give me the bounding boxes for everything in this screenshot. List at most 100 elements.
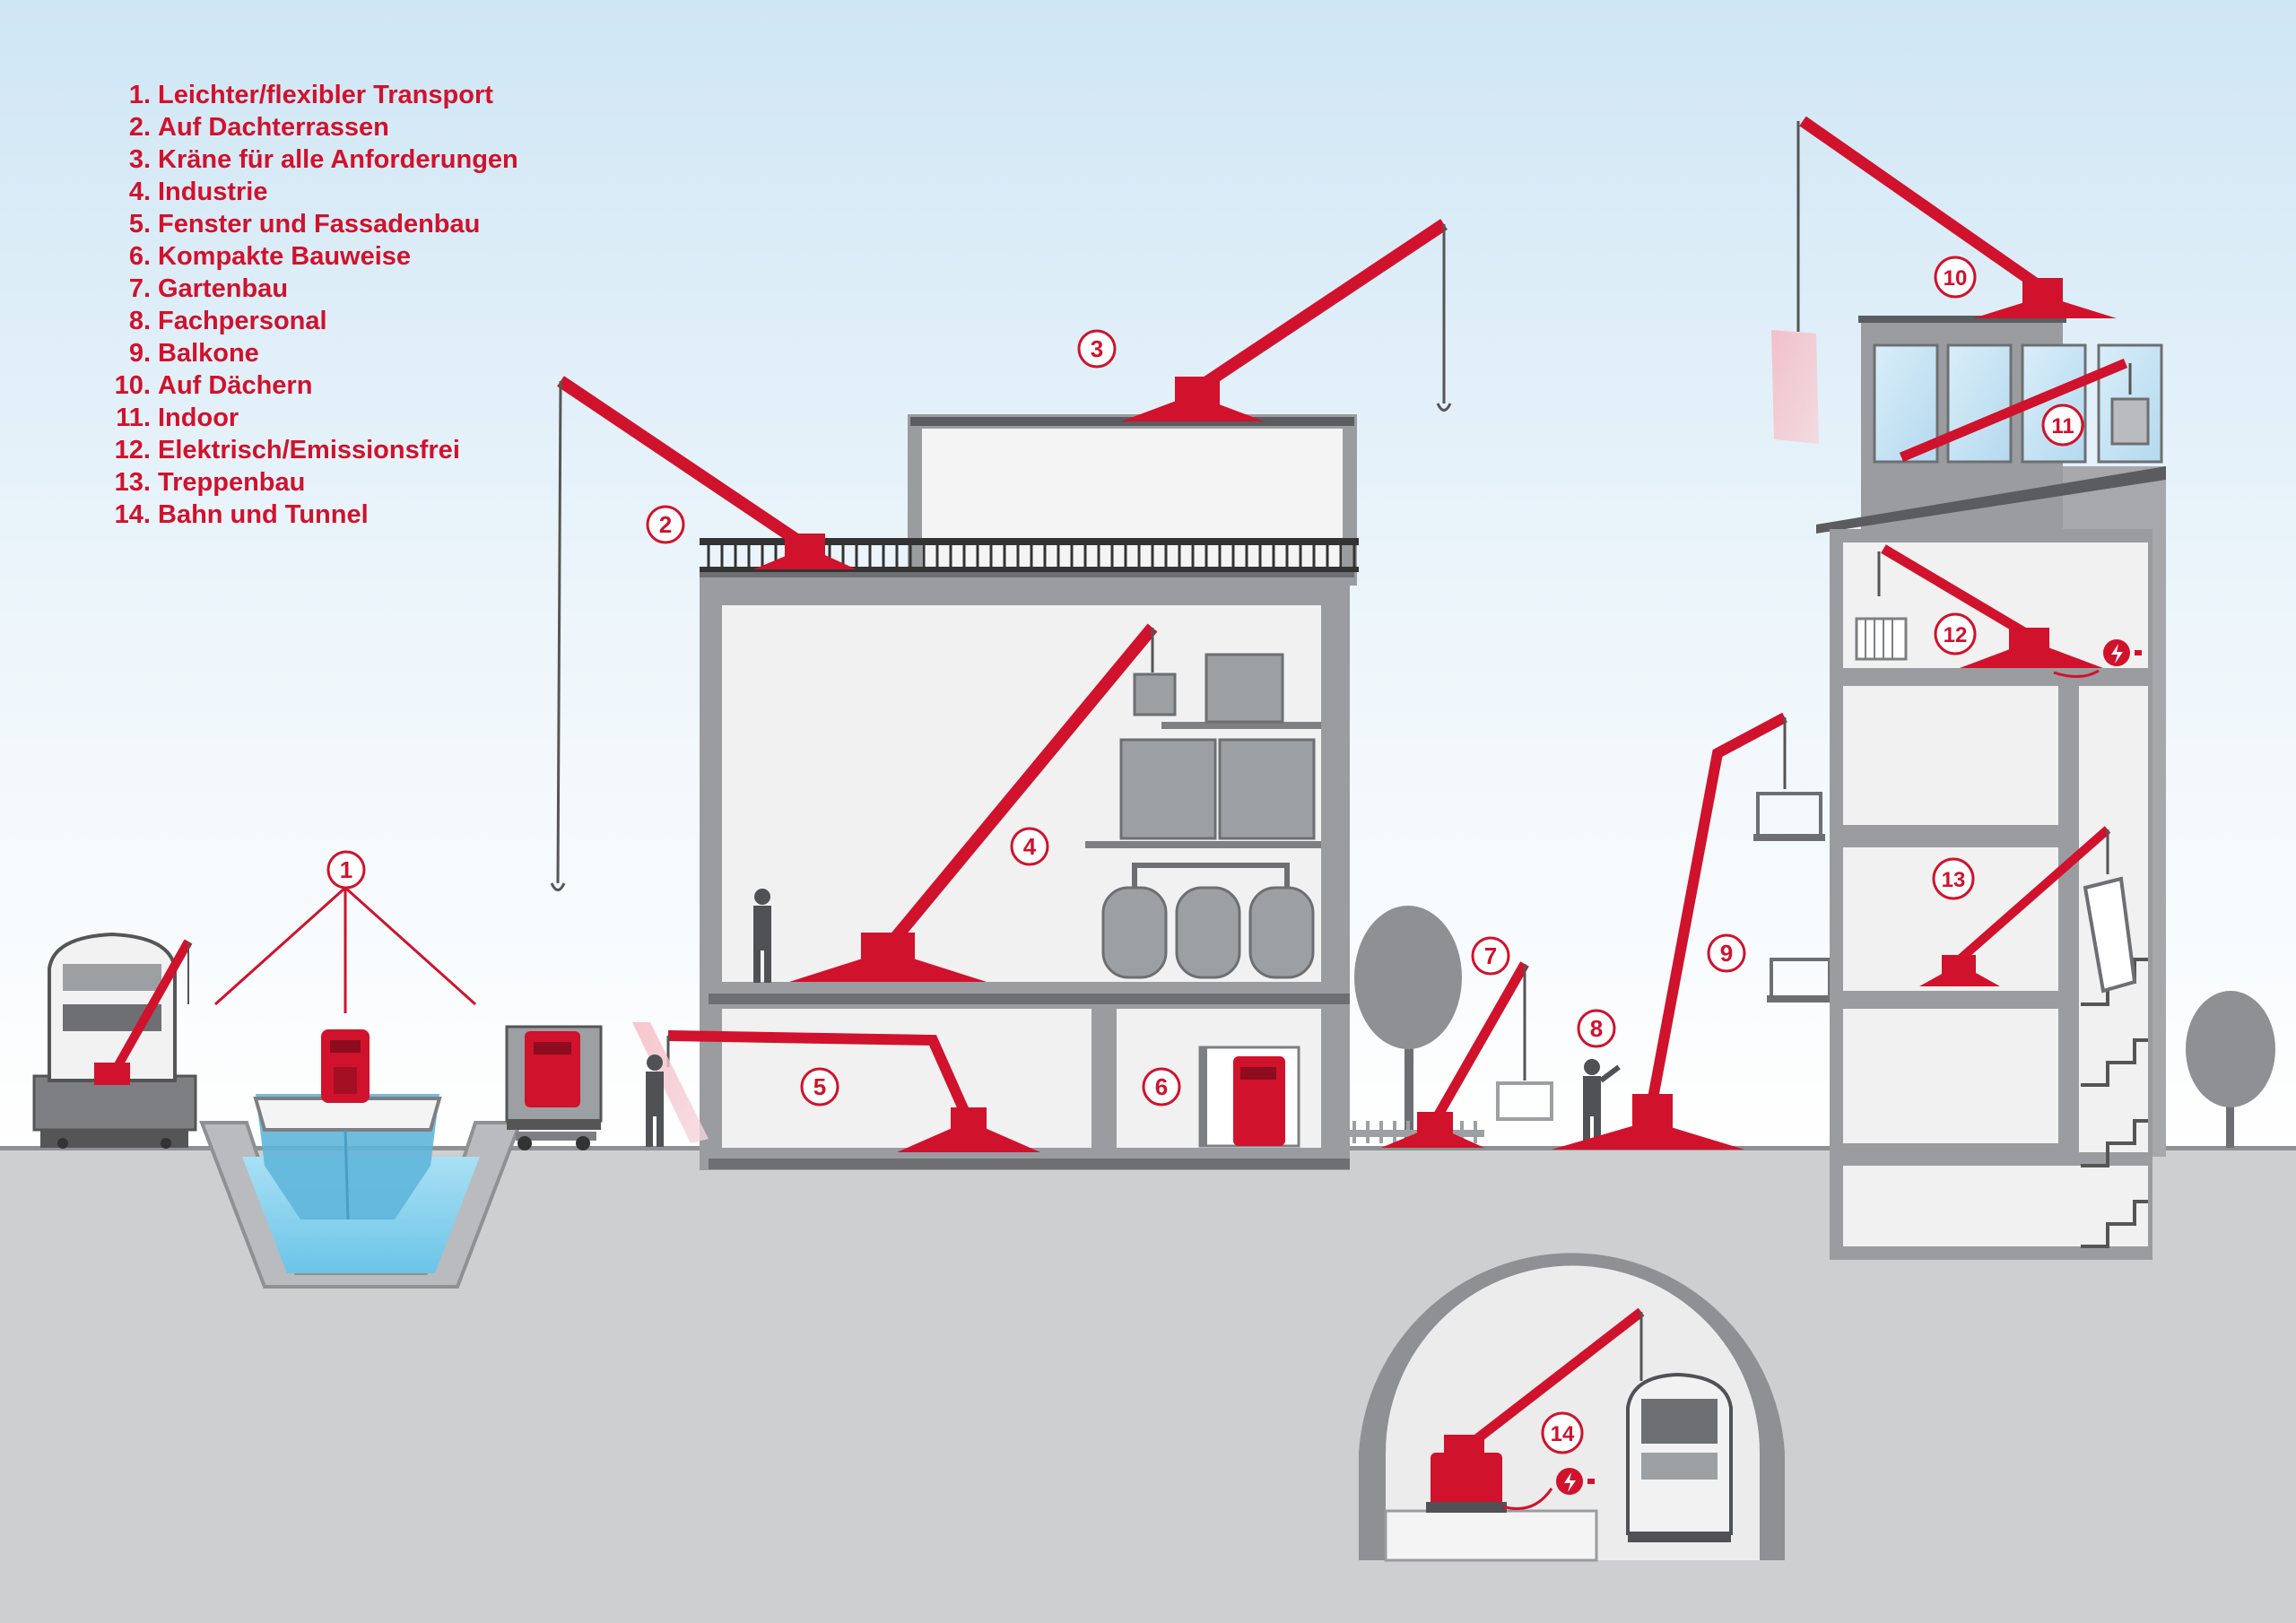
marker-label: 4 bbox=[1023, 833, 1037, 860]
marker-9: 9 bbox=[1707, 933, 1746, 973]
stair-element-icon bbox=[2083, 876, 2137, 994]
legend-number: 12. bbox=[114, 436, 151, 464]
marker-6: 6 bbox=[1142, 1067, 1181, 1107]
legend-number: 13. bbox=[114, 468, 151, 497]
marker-1: 1 bbox=[326, 850, 366, 890]
boat-icon bbox=[253, 1094, 442, 1220]
legend-item: 4.Industrie bbox=[99, 176, 518, 208]
legend-number: 2. bbox=[128, 113, 151, 142]
legend-number: 11. bbox=[116, 404, 151, 432]
legend-label: Treppenbau bbox=[158, 468, 306, 497]
marker-11: 11 bbox=[2041, 404, 2084, 447]
marker-5: 5 bbox=[800, 1067, 839, 1107]
legend-label: Elektrisch/Emissionsfrei bbox=[158, 436, 460, 464]
legend-number: 6. bbox=[128, 242, 151, 271]
marker-label: 14 bbox=[1551, 1422, 1575, 1446]
worker-icon bbox=[753, 889, 771, 983]
marker-10: 10 bbox=[1934, 256, 1977, 299]
balcony-icon bbox=[1753, 792, 1825, 841]
crane-icon bbox=[1899, 358, 2150, 463]
crane-icon bbox=[321, 1029, 370, 1103]
marker-label: 5 bbox=[813, 1073, 826, 1100]
legend-item: 10.Auf Dächern bbox=[99, 369, 518, 402]
legend-label: Kompakte Bauweise bbox=[158, 242, 412, 271]
window-pane-icon bbox=[632, 1022, 709, 1143]
crate-icon bbox=[1119, 738, 1217, 840]
lightning-plug-icon bbox=[2053, 639, 2142, 678]
marker-1-pointer bbox=[213, 886, 477, 1013]
legend-label: Gartenbau bbox=[158, 274, 289, 303]
worker-icon bbox=[1583, 1059, 1621, 1147]
legend-number: 3. bbox=[128, 145, 151, 174]
legend-label: Auf Dächern bbox=[158, 371, 313, 400]
legend-item: 2.Auf Dachterrassen bbox=[99, 111, 518, 143]
legend-item: 14.Bahn und Tunnel bbox=[99, 499, 518, 531]
industry-shelves bbox=[1085, 653, 1321, 979]
legend-number: 4. bbox=[128, 178, 151, 206]
legend-item: 13.Treppenbau bbox=[99, 466, 518, 499]
marker-label: 7 bbox=[1484, 942, 1497, 969]
legend-number: 9. bbox=[128, 339, 151, 368]
marker-13: 13 bbox=[1932, 857, 1975, 900]
legend-item: 1.Leichter/flexibler Transport bbox=[99, 79, 518, 111]
worker-icon bbox=[646, 1055, 664, 1147]
marker-8: 8 bbox=[1577, 1009, 1616, 1048]
crane-icon bbox=[1877, 544, 2103, 668]
legend-label: Leichter/flexibler Transport bbox=[158, 81, 493, 109]
marker-14: 14 bbox=[1541, 1411, 1584, 1454]
roof-railing bbox=[700, 538, 1359, 572]
marker-4: 4 bbox=[1010, 827, 1049, 866]
legend-label: Auf Dachterrassen bbox=[158, 113, 389, 142]
crate-icon bbox=[1205, 653, 1284, 724]
marker-label: 8 bbox=[1590, 1015, 1603, 1042]
marker-label: 11 bbox=[2051, 414, 2074, 438]
window-pane-icon bbox=[1771, 330, 1819, 444]
legend-number: 5. bbox=[128, 210, 151, 239]
lightning-plug-icon bbox=[1501, 1468, 1595, 1510]
legend-item: 11.Indoor bbox=[99, 402, 518, 434]
legend-item: 8.Fachpersonal bbox=[99, 305, 518, 337]
legend-label: Fenster und Fassadenbau bbox=[158, 210, 481, 239]
crane-icon bbox=[1381, 961, 1553, 1148]
tank-icon bbox=[1101, 863, 1315, 979]
legend-label: Industrie bbox=[158, 178, 268, 206]
marker-label: 10 bbox=[1944, 266, 1968, 291]
radiator-icon bbox=[1855, 617, 1908, 661]
marker-2: 2 bbox=[646, 505, 685, 544]
crane-icon bbox=[1796, 116, 2117, 332]
legend-number: 1. bbox=[128, 81, 151, 109]
legend-item: 12.Elektrisch/Emissionsfrei bbox=[99, 434, 518, 466]
tree-icon bbox=[2186, 991, 2275, 1148]
marker-label: 1 bbox=[340, 856, 352, 883]
crane-icon bbox=[789, 623, 1177, 982]
crane-icon bbox=[1426, 1307, 1645, 1513]
crane-icon bbox=[550, 376, 857, 891]
crane-icon bbox=[1233, 1056, 1285, 1146]
legend-item: 6.Kompakte Bauweise bbox=[99, 240, 518, 273]
crane-icon bbox=[94, 939, 193, 1085]
marker-7: 7 bbox=[1471, 936, 1510, 976]
legend-list: 1.Leichter/flexibler Transport 2.Auf Dac… bbox=[99, 79, 518, 531]
legend-number: 8. bbox=[128, 307, 151, 335]
marker-label: 3 bbox=[1091, 335, 1103, 362]
legend-label: Bahn und Tunnel bbox=[158, 500, 369, 529]
legend-item: 7.Gartenbau bbox=[99, 273, 518, 305]
crane-icon bbox=[1919, 826, 2111, 986]
marker-3: 3 bbox=[1077, 329, 1117, 369]
legend-number: 7. bbox=[128, 274, 151, 303]
tower-building bbox=[1816, 316, 2166, 1260]
marker-label: 2 bbox=[659, 511, 672, 538]
marker-label: 6 bbox=[1155, 1073, 1168, 1100]
marker-label: 9 bbox=[1720, 940, 1733, 967]
legend-label: Kräne für alle Anforderungen bbox=[158, 145, 518, 174]
legend-item: 5.Fenster und Fassadenbau bbox=[99, 208, 518, 240]
marker-12: 12 bbox=[1934, 612, 1977, 655]
marker-label: 13 bbox=[1942, 868, 1966, 892]
marker-label: 12 bbox=[1944, 623, 1968, 647]
train-icon bbox=[32, 932, 197, 1149]
legend-number: 14. bbox=[114, 500, 151, 529]
truck-icon bbox=[505, 1025, 603, 1150]
legend-number: 10. bbox=[114, 371, 151, 400]
